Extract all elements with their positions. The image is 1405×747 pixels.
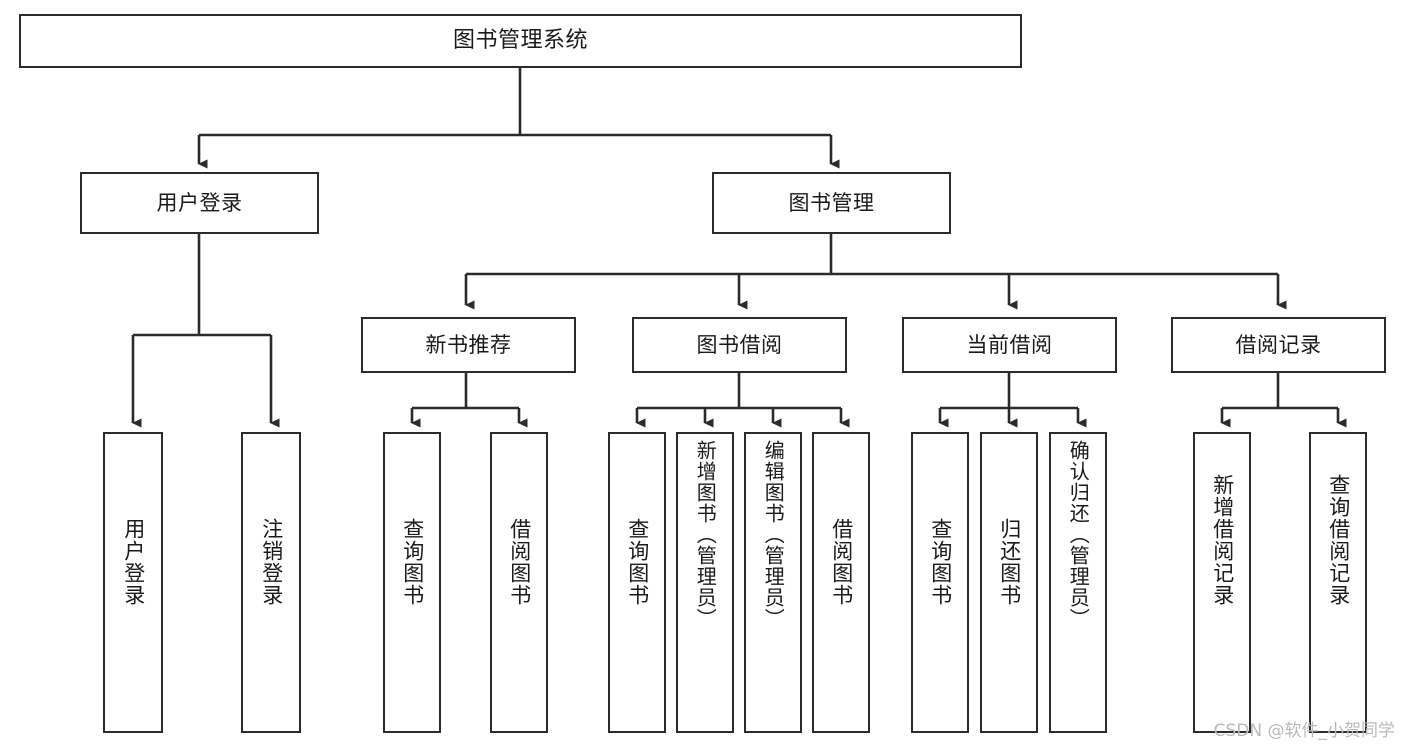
leaf-borrow-book-recommend[interactable]: 借阅图书 bbox=[490, 432, 548, 733]
node-new-book-recommend[interactable]: 新书推荐 bbox=[361, 317, 576, 373]
node-label: 图书借阅 bbox=[696, 332, 783, 357]
node-label: 用户登录 bbox=[156, 190, 243, 215]
node-label: 图书管理 bbox=[788, 190, 875, 215]
leaf-query-borrow-record[interactable]: 查询借阅记录 bbox=[1309, 432, 1367, 733]
leaf-query-book-current[interactable]: 查询图书 bbox=[911, 432, 969, 733]
node-label: 新增图书（管理员） bbox=[693, 440, 718, 629]
node-label: 归还图书 bbox=[997, 518, 1022, 606]
leaf-borrow-book-borrow[interactable]: 借阅图书 bbox=[812, 432, 870, 733]
node-label: 用户登录 bbox=[121, 518, 146, 606]
node-label: 图书管理系统 bbox=[452, 28, 588, 54]
node-label: 查询图书 bbox=[928, 518, 953, 606]
leaf-query-book-borrow[interactable]: 查询图书 bbox=[608, 432, 666, 733]
leaf-query-book-recommend[interactable]: 查询图书 bbox=[383, 432, 441, 733]
leaf-add-book-admin[interactable]: 新增图书（管理员） bbox=[676, 432, 734, 733]
node-borrow-record[interactable]: 借阅记录 bbox=[1171, 317, 1386, 373]
node-label: 借阅图书 bbox=[507, 518, 532, 606]
leaf-user-login[interactable]: 用户登录 bbox=[103, 432, 163, 733]
leaf-edit-book-admin[interactable]: 编辑图书（管理员） bbox=[744, 432, 802, 733]
node-root-book-management-system[interactable]: 图书管理系统 bbox=[19, 14, 1022, 68]
node-book-borrow[interactable]: 图书借阅 bbox=[632, 317, 847, 373]
node-current-borrow[interactable]: 当前借阅 bbox=[902, 317, 1117, 373]
node-user-login[interactable]: 用户登录 bbox=[80, 172, 319, 234]
node-label: 编辑图书（管理员） bbox=[761, 440, 786, 629]
node-label: 注销登录 bbox=[259, 518, 284, 606]
csdn-watermark: CSDN @软件_小贺同学 bbox=[1213, 721, 1395, 741]
node-label: 当前借阅 bbox=[966, 332, 1053, 357]
node-label: 借阅记录 bbox=[1235, 332, 1322, 357]
leaf-add-borrow-record[interactable]: 新增借阅记录 bbox=[1193, 432, 1251, 733]
node-label: 查询图书 bbox=[625, 518, 650, 606]
node-label: 借阅图书 bbox=[829, 518, 854, 606]
node-label: 查询借阅记录 bbox=[1326, 474, 1351, 606]
node-book-management[interactable]: 图书管理 bbox=[712, 172, 951, 234]
node-label: 新书推荐 bbox=[425, 332, 512, 357]
leaf-return-book[interactable]: 归还图书 bbox=[980, 432, 1038, 733]
node-label: 确认归还（管理员） bbox=[1066, 440, 1091, 629]
node-label: 新增借阅记录 bbox=[1210, 474, 1235, 606]
leaf-logout-login[interactable]: 注销登录 bbox=[241, 432, 301, 733]
node-label: 查询图书 bbox=[400, 518, 425, 606]
leaf-confirm-return-admin[interactable]: 确认归还（管理员） bbox=[1049, 432, 1107, 733]
